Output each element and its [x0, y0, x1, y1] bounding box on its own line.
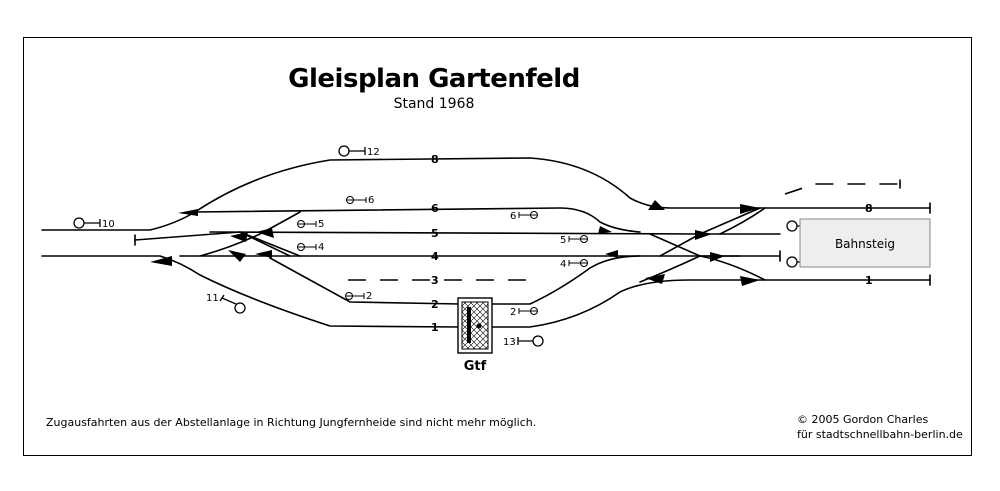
crossover-left-c — [239, 231, 291, 257]
credit-line-1: © 2005 Gordon Charles — [797, 413, 929, 426]
track-2-right — [491, 255, 641, 305]
depot-track-bar — [467, 307, 471, 343]
signal-16-icon — [786, 256, 798, 268]
signal-12-label: 12 — [367, 147, 380, 158]
credit-line-2: für stadtschnellbahn-berlin.de — [797, 428, 963, 441]
signal-10-icon — [73, 217, 85, 229]
depot-dot-icon — [476, 323, 482, 329]
crossover-right-e — [699, 255, 766, 281]
track-2 — [269, 257, 461, 305]
shunt-label-5-left: 5 — [318, 219, 324, 230]
diagram-subtitle: Stand 1968 — [393, 96, 475, 112]
signal-11-icon — [234, 302, 246, 314]
track-label-right-8: 8 — [865, 202, 873, 215]
signal-12-icon — [338, 145, 350, 157]
signal-13-icon — [532, 335, 544, 347]
track-1-right — [491, 279, 931, 328]
shunt-label-4-left: 4 — [318, 242, 324, 253]
shunt-label-5-right: 5 — [560, 235, 566, 246]
track-label-2: 2 — [431, 298, 439, 311]
shunt-label-6-left: 6 — [368, 195, 374, 206]
diagram-note: Zugausfahrten aus der Abstellanlage in R… — [46, 416, 537, 429]
track-5 — [209, 231, 701, 235]
shunt-label-2-left: 2 — [366, 291, 372, 302]
crossover-right-d — [639, 255, 701, 283]
signal-13-label: 13 — [503, 337, 516, 348]
track-label-3: 3 — [431, 274, 439, 287]
diagram-credit: © 2005 Gordon Charles für stadtschnellba… — [797, 412, 963, 442]
shunt-label-6-right: 6 — [510, 211, 516, 222]
track-6 — [194, 207, 641, 233]
depot-label: Gtf — [464, 359, 487, 374]
track-left-upper — [41, 157, 931, 231]
track-label-1: 1 — [431, 321, 439, 334]
signal-11-label: 11 — [206, 293, 219, 304]
track-label-right-1: 1 — [865, 274, 873, 287]
shunt-label-2-right: 2 — [510, 307, 516, 318]
diagram-title: Gleisplan Gartenfeld — [288, 64, 580, 94]
crossover-left-a — [134, 231, 301, 257]
track-left-lower — [41, 255, 461, 328]
signal-10-label: 10 — [102, 219, 115, 230]
track-label-4: 4 — [431, 250, 439, 263]
platform-bahnsteig — [799, 218, 931, 268]
track-label-8: 8 — [431, 153, 439, 166]
track-planned-right — [784, 183, 900, 195]
track-label-6: 6 — [431, 202, 439, 215]
shunt-label-4-right: 4 — [560, 259, 566, 270]
signal-14-icon — [786, 220, 798, 232]
crossover-right-f — [719, 207, 766, 235]
track-label-5: 5 — [431, 227, 439, 240]
depot-building-inner — [461, 301, 489, 350]
platform-label: Bahnsteig — [835, 237, 895, 251]
crossover-left-b — [199, 211, 301, 257]
crossover-right-b — [659, 207, 761, 257]
